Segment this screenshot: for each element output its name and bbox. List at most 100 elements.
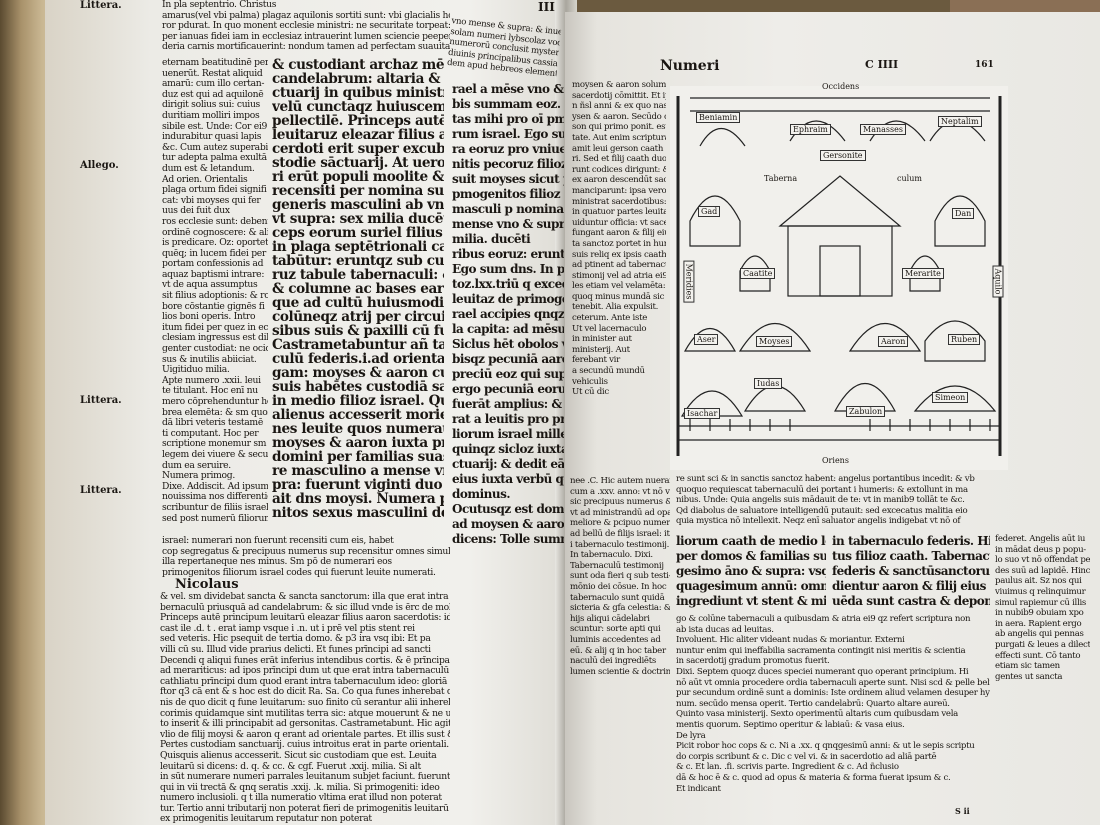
- text-line: in aera. Rapient ergo: [995, 618, 1082, 629]
- text-line: Numera primog.: [162, 471, 235, 482]
- text-line: suit moyses sicut preceperat: [452, 172, 564, 186]
- text-line: qui in vii trectā & qnq seratis .xxij. .…: [160, 782, 440, 793]
- text-line: ftor q3 cā ent & s hoc est do dicit Ra. …: [160, 687, 450, 698]
- text-line: ferebant vir: [572, 355, 620, 366]
- text-line: plaga ortum fidei signifi: [162, 185, 267, 196]
- text-line: n ñsl anni & ex quo nascit mo: [572, 101, 666, 112]
- text-line: bernaculū priusquā ad candelabrum: & sic…: [160, 602, 450, 613]
- text-line: hijs aliqui cādelabri: [570, 613, 650, 624]
- text-line: ad merariticus: ad ipos prīncipi dum ut …: [160, 666, 450, 677]
- text-line: ad ptinent ad tabernaculū te: [572, 260, 666, 271]
- text-line: sunt oda fieri q sub testi-: [570, 571, 670, 582]
- signature-mark: S ii: [955, 806, 970, 816]
- text-line: legem dei viuere & secun: [162, 449, 268, 460]
- text-line: tabūtur: eruntqz sub custodia co: [272, 254, 444, 268]
- text-line: cast ile .d. t . erat iamp vsque i .n. u…: [160, 623, 415, 634]
- text-line: milia. ducēti: [452, 232, 531, 246]
- text-line: leuitaz de primogenitis filioz: [452, 292, 564, 306]
- text-line: uenerūt. Restat aliquid: [162, 68, 263, 79]
- main-text-tail: israel: numerari non fuerunt recensiti c…: [162, 536, 450, 578]
- text-line: in sacerdotij gradum promotus fuerit.: [676, 656, 830, 667]
- text-line: meliore & pcipuo numero. Sicut enī in fi…: [570, 518, 670, 529]
- text-line: uiduntur officia: vt sacerdotio: [572, 217, 666, 228]
- text-line: culū federis.i.ad orientalem pla: [272, 352, 444, 366]
- text-line: i tabernaculo testimonij.: [570, 539, 670, 550]
- text-line: colūneqz atrij per circuitū cū ba: [272, 310, 444, 324]
- text-line: suis habētes custodiā sanctuarij: [272, 380, 444, 394]
- text-line: nuntur enim qui ineffabilia sacramenta c…: [676, 645, 966, 656]
- text-line: federis & sanctūsanctorum ingre: [832, 564, 990, 578]
- text-line: fuerāt amplius: & quos redeme: [452, 397, 564, 411]
- text-line: lo suo vt nō offendat pe: [995, 555, 1090, 566]
- chapter-number: C IIII: [865, 58, 899, 71]
- woodcut-label-tribe: Dan: [952, 208, 975, 219]
- text-line: do corpis scribunt & c. Dic c vel vi. & …: [676, 751, 937, 762]
- text-line: ysen & aaron. Secūdo ordo i ger: [572, 111, 666, 122]
- text-line: tenebit. Alia expulsit.: [572, 302, 659, 313]
- text-line: & c. Et lan. .fi. scrivis parte. Ingredi…: [676, 762, 899, 773]
- text-line: nitis pecoruz filioz israel. Re: [452, 157, 564, 171]
- text-line: effecti sunt. Cō tanto: [995, 650, 1081, 661]
- text-line: Quisquis alienus accesserit. Sicut sic c…: [160, 750, 437, 761]
- text-line: Apte numero .xxii. leui: [162, 375, 261, 386]
- text-line: Ut vel lacernaculo: [572, 323, 647, 334]
- text-line: cop segregatus & precipuus numerus sup r…: [162, 546, 450, 557]
- text-line: des suū ad lapidē. Hinc: [995, 565, 1090, 576]
- text-line: quoq minus mundā sic: [572, 291, 665, 302]
- text-line: in minister aut: [572, 334, 632, 345]
- text-line: pra: fuerunt viginti duo milia. Et: [272, 478, 444, 492]
- woodcut-label-tribe: Aser: [694, 334, 719, 345]
- text-line: ex aaron descendūt sacerdotio: [572, 175, 666, 186]
- folio-number: 161: [975, 60, 994, 70]
- text-line: numero inclusioli. q t illa numeratio vl…: [160, 793, 442, 804]
- text-line: scuntur: sorte apti qui: [570, 624, 661, 635]
- scripture-column-right: in tabernaculo federis. Hic ē cultus fil…: [832, 534, 990, 609]
- text-line: aquaz baptismi intrare:: [162, 269, 265, 280]
- text-line: bisqz pecuniā aaron & filijs eius: [452, 352, 564, 366]
- text-line: amit leui gerson caath & mera: [572, 143, 666, 154]
- text-line: quagesimum annū: omnius qui: [676, 579, 826, 593]
- gloss-author-heading: Nicolaus: [175, 577, 239, 592]
- text-line: dā & hoc ē & c. quod ad opus & materia &…: [676, 772, 951, 783]
- text-line: in quatuor partes leuitarū di: [572, 207, 666, 218]
- text-line: De lyra: [676, 730, 706, 741]
- text-line: nō aūt vt omnia procedere ordia tabernac…: [676, 677, 990, 688]
- text-line: vlio de filij moysi & aaron q erant ad o…: [160, 729, 450, 740]
- text-line: Castrametabuntur añ taberna: [272, 338, 444, 352]
- text-line: brea elemēta: & sm quos: [162, 407, 268, 418]
- text-line: gam: moyses & aaron cum filijs: [272, 366, 444, 380]
- text-line: pur secundum ordinē sunt a dominis: Iste…: [676, 688, 990, 699]
- text-line: scriptione monemur sm: [162, 439, 267, 450]
- text-line: les etiam vel velamēta:: [572, 281, 666, 292]
- text-line: mentis quorum. Septimo operitur & labiaū…: [676, 719, 905, 730]
- text-line: eternam beatitudinē per: [162, 58, 268, 68]
- text-line: lumen scientie & doctrine ostendere: [570, 666, 670, 677]
- text-line: In pla septentrio. Christus: [162, 0, 277, 10]
- text-line: gentes ut sancta: [995, 671, 1063, 682]
- text-line: & vel. sm dividebat sancta & sancta sanc…: [160, 592, 450, 602]
- text-line: Ad orien. Orientalis: [162, 174, 248, 185]
- woodcut-label-aaron: Aaron: [878, 336, 909, 347]
- text-line: ab ista ducas ad leuitas.: [676, 624, 774, 635]
- text-line: to inserit & illi principabit ad gersoni…: [160, 719, 450, 730]
- text-line: quēq; in lucem fidei per: [162, 248, 267, 259]
- text-line: fungant aaron & filij eius. sanc: [572, 228, 666, 239]
- text-line: ait dns moysi. Numera primoge: [272, 492, 444, 506]
- text-line: sic precipuus numerus & electus. Additur…: [570, 497, 670, 508]
- text-line: eius iuxta verbū qd preceperat: [452, 472, 564, 486]
- margin-note: Littera.: [80, 0, 122, 11]
- scripture-column-left: liorum caath de medio leuitarūper domos …: [676, 534, 826, 609]
- woodcut-label-levites: Caatite: [740, 268, 776, 279]
- text-line: leuitaruz eleazar filius aaron sa: [272, 128, 444, 142]
- text-line: Ocutusqz est dominus: [452, 502, 564, 516]
- commentary-bottom-left: nee .C. Hic autem nuerant filijcum a .xx…: [570, 476, 670, 677]
- text-line: in tabernaculo federis. Hic ē cul: [832, 534, 990, 548]
- text-line: ab angelis qui pennas: [995, 629, 1084, 640]
- left-page: [45, 0, 575, 825]
- text-line: tur. Tertio anni tributarij non poterat …: [160, 803, 449, 814]
- text-line: Uigitiduo milia.: [162, 365, 230, 376]
- text-line: tas mihi pro oī pmogenito fi: [452, 112, 564, 126]
